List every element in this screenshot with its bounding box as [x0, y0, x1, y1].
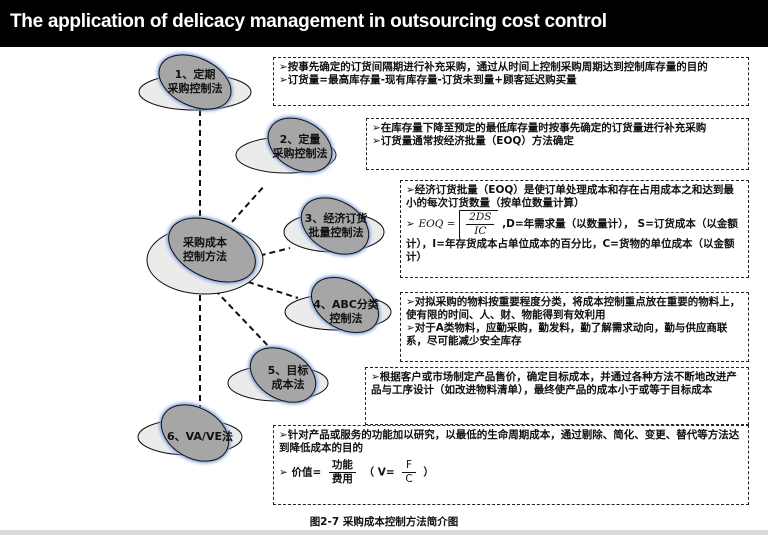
node-3-label-line1: 3、经济订货 — [304, 212, 368, 225]
desc-2-item-1: ➢在库存量下降至预定的最低库存量时按事先确定的订货量进行补充采购 — [372, 122, 707, 134]
node-4-label-line1: 4、ABC分类 — [313, 298, 379, 311]
eoq-explanation: ,D=年需求量（以数量计）， S=订货成本（以金额计），I=年存货成本占单位成本… — [406, 218, 738, 263]
connector-2 — [231, 184, 266, 223]
eoq-denominator: IC — [474, 225, 487, 237]
connector-5 — [214, 289, 273, 351]
center-node-label-line2: 控制方法 — [183, 250, 227, 263]
node-5-shape — [227, 345, 329, 405]
node-1-label-line2: 采购控制法 — [167, 82, 223, 95]
desc-2-item-2: ➢订货量通常按经济批量（EOQ）方法确定 — [372, 135, 574, 147]
node-2-shape — [235, 116, 337, 174]
desc-box-2: ➢在库存量下降至预定的最低库存量时按事先确定的订货量进行补充采购 ➢订货量通常按… — [366, 118, 749, 170]
connector-3 — [249, 247, 291, 259]
center-node-shape — [146, 216, 264, 295]
node-1-shape — [138, 52, 252, 112]
desc-1-item-1: ➢按事先确定的订货间隔期进行补充采购，通过从时间上控制采购周期达到控制库存量的目… — [279, 61, 708, 73]
value-denominator: 费用 — [331, 473, 353, 485]
desc-box-3: ➢经济订货批量（EOQ）是使订单处理成本和存在占用成本之和达到最小的每次订货数量… — [400, 180, 749, 278]
desc-4-item-1: ➢对拟采购的物料按重要程度分类，将成本控制重点放在重要的物料上，使有限的时间、人… — [406, 296, 741, 321]
node-1-label-line1: 1、定期 — [174, 68, 216, 81]
eoq-lhs: EOQ = — [418, 218, 456, 230]
value-denominator-c: C — [405, 473, 413, 485]
node-2-label-line2: 采购控制法 — [272, 147, 328, 160]
center-node-label-line1: 采购成本 — [183, 236, 227, 249]
value-formula-suffix: ） — [423, 466, 434, 479]
node-3-shape — [283, 195, 385, 257]
value-numerator-f: F — [402, 459, 416, 473]
desc-box-4: ➢对拟采购的物料按重要程度分类，将成本控制重点放在重要的物料上，使有限的时间、人… — [400, 292, 749, 362]
node-2-label-line1: 2、定量 — [279, 133, 321, 146]
desc-1-item-2: ➢订货量=最高库存量-现有库存量-订货未到量+顾客延迟购买量 — [279, 74, 577, 86]
node-3-label-line2: 批量控制法 — [308, 226, 364, 239]
desc-box-1: ➢按事先确定的订货间隔期进行补充采购，通过从时间上控制采购周期达到控制库存量的目… — [273, 57, 749, 106]
desc-box-6: ➢针对产品或服务的功能加以研究，以最低的生命周期成本，通过剔除、简化、变更、替代… — [273, 425, 749, 505]
node-5-label: 5、目标 成本法 — [258, 364, 318, 392]
desc-4-item-2: ➢对于A类物料，应勤采购，勤发料，勤了解需求动向，勤与供应商联系，尽可能减少安全… — [406, 322, 728, 347]
desc-3-item-1: ➢经济订货批量（EOQ）是使订单处理成本和存在占用成本之和达到最小的每次订货数量… — [406, 184, 734, 209]
node-2-label: 2、定量 采购控制法 — [264, 133, 336, 161]
node-5-label-line1: 5、目标 — [267, 364, 309, 377]
value-formula-mid: （ V= — [363, 466, 395, 479]
desc-5-item-1: ➢根据客户或市场制定产品售价，确定目标成本，并通过各种方法不断地改进产品与工序设… — [371, 371, 737, 396]
eoq-numerator: 2DS — [466, 211, 495, 225]
figure-caption: 图2-7 采购成本控制方法简介图 — [309, 516, 459, 528]
node-3-label: 3、经济订货 批量控制法 — [296, 212, 376, 240]
bottom-bar — [0, 530, 768, 535]
desc-box-5: ➢根据客户或市场制定产品售价，确定目标成本，并通过各种方法不断地改进产品与工序设… — [365, 367, 749, 425]
connectors — [199, 110, 299, 410]
node-6-label-line1: 6、VA/VE法 — [167, 430, 233, 443]
node-6-label: 6、VA/VE法 — [160, 430, 240, 444]
node-5-label-line2: 成本法 — [271, 378, 305, 391]
node-4-label-line2: 控制法 — [329, 312, 363, 325]
node-4-shape — [284, 275, 392, 335]
connector-4 — [247, 281, 299, 299]
value-numerator: 功能 — [328, 459, 356, 473]
bullet-arrow-icon: ➢ — [406, 218, 419, 230]
page-title: The application of delicacy management i… — [10, 11, 607, 32]
node-1-label: 1、定期 采购控制法 — [160, 68, 230, 96]
value-formula-prefix: ➢ 价值= — [279, 466, 322, 479]
center-node-label: 采购成本 控制方法 — [170, 236, 240, 264]
title-bar: The application of delicacy management i… — [0, 0, 768, 47]
node-4-label: 4、ABC分类 控制法 — [305, 298, 387, 326]
desc-6-item-1: ➢针对产品或服务的功能加以研究，以最低的生命周期成本，通过剔除、简化、变更、替代… — [279, 429, 740, 454]
node-6-shape — [137, 402, 243, 464]
